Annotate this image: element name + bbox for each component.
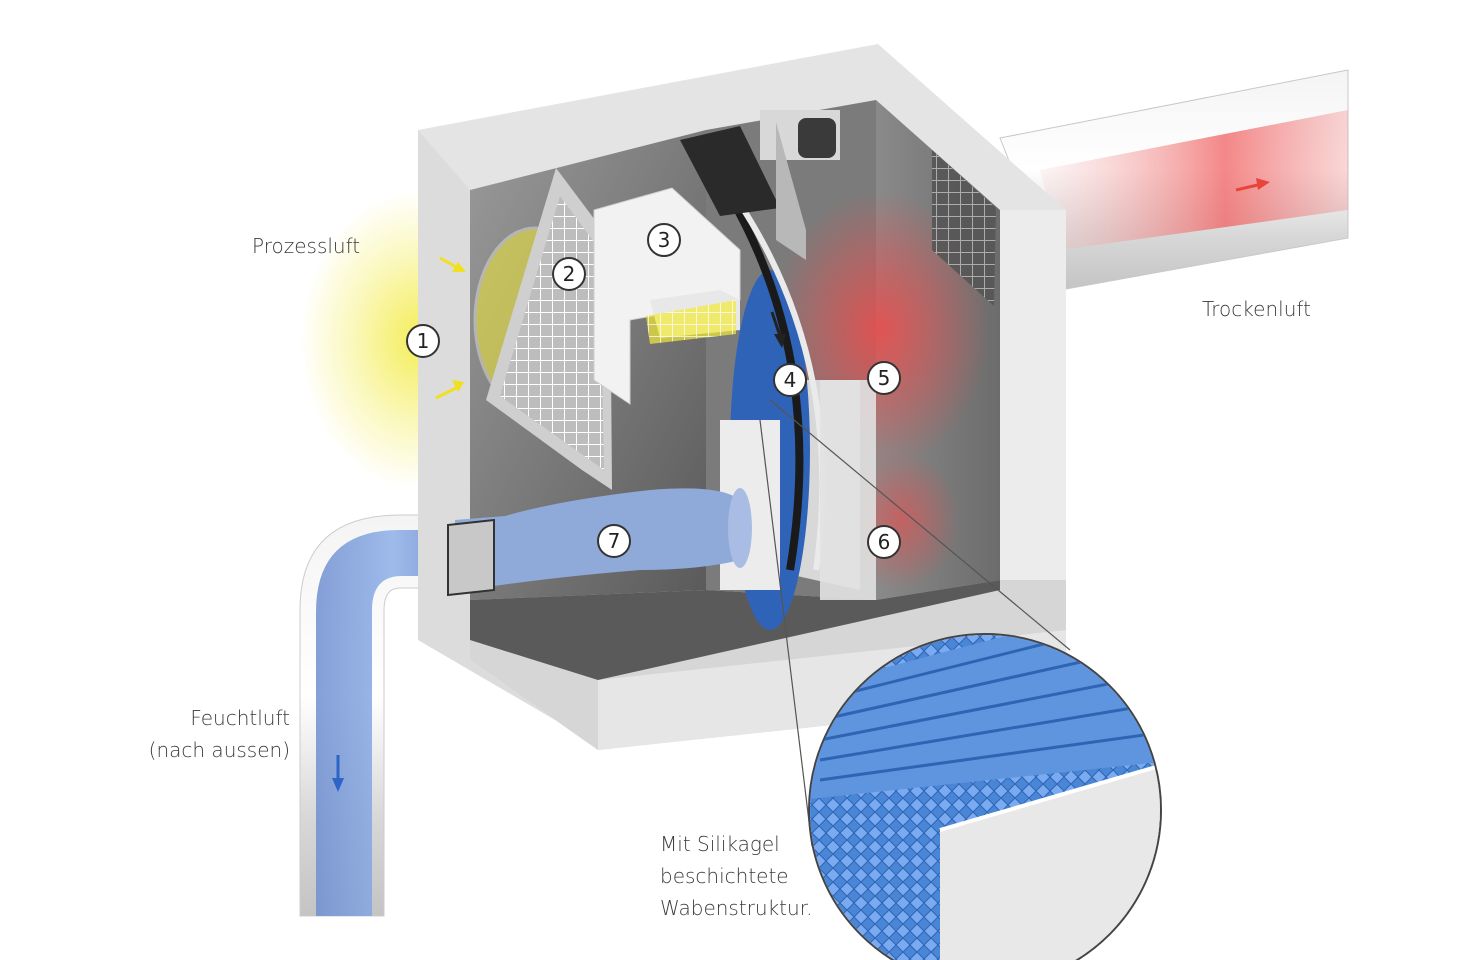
process-air-label: Prozessluft — [252, 234, 361, 258]
honeycomb-label-line3: Wabenstruktur. — [660, 896, 813, 920]
honeycomb-label-line1: Mit Silikagel — [660, 832, 780, 856]
wet-air-label-line2: (nach aussen) — [148, 738, 290, 762]
wet-air-pipe — [299, 514, 471, 917]
fan-box — [593, 187, 741, 405]
dry-air-pipe — [999, 69, 1349, 291]
process-air-arrowhead-lower — [452, 380, 464, 392]
wet-air-label: Feuchtluft (nach aussen) — [148, 702, 290, 766]
dry-air-label: Trockenluft — [1202, 297, 1311, 321]
motor-pulley — [680, 110, 840, 260]
callout-6: 6 — [867, 525, 901, 559]
callout-4: 4 — [773, 363, 807, 397]
wet-air-label-line1: Feuchtluft — [190, 706, 290, 730]
rotation-arrow — [770, 311, 782, 337]
honeycomb-label-line2: beschichtete — [660, 864, 789, 888]
wet-air-arrowhead — [332, 778, 344, 792]
callout-3: 3 — [647, 223, 681, 257]
desiccant-rotor — [696, 147, 876, 630]
dry-air-arrowhead — [1256, 178, 1270, 190]
process-air-arrow-upper — [439, 256, 459, 270]
callout-2: 2 — [552, 257, 586, 291]
callout-1: 1 — [406, 324, 440, 358]
callout-7: 7 — [597, 524, 631, 558]
honeycomb-label: Mit Silikagel beschichtete Wabenstruktur… — [660, 828, 812, 924]
magnifier-line-left — [759, 419, 813, 847]
process-air-arrowhead-upper — [452, 262, 466, 272]
magnifier-line-right — [769, 399, 1071, 651]
callout-5: 5 — [867, 361, 901, 395]
rotation-arrowhead — [774, 334, 786, 348]
process-air-arrow-lower — [435, 386, 457, 400]
